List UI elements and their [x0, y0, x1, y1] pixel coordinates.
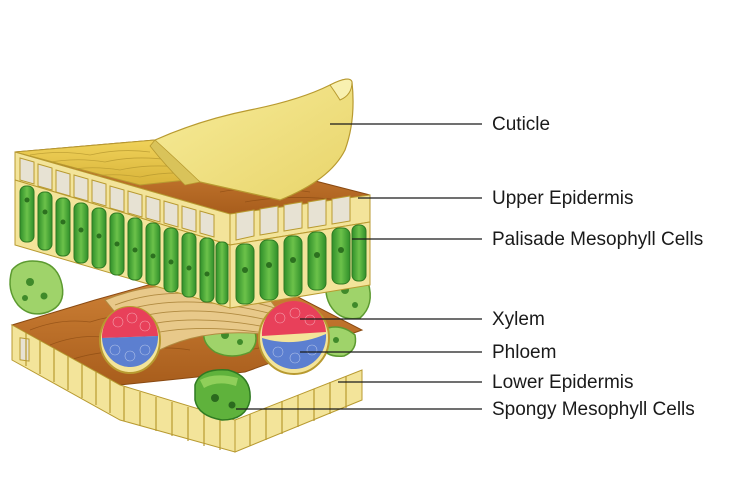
vascular-bundle-left [99, 306, 161, 374]
label-lower-epidermis: Lower Epidermis [492, 372, 634, 393]
label-xylem: Xylem [492, 309, 545, 330]
label-cuticle: Cuticle [492, 114, 551, 135]
palisade-mesophyll-cells [19, 185, 229, 305]
label-palisade-mesophyll-cells: Palisade Mesophyll Cells [492, 229, 704, 250]
label-upper-epidermis: Upper Epidermis [492, 188, 634, 209]
xylem-region [261, 300, 326, 336]
cuticle-sheet [149, 78, 354, 201]
label-phloem: Phloem [492, 342, 557, 363]
label-spongy-mesophyll-cells: Spongy Mesophyll Cells [492, 399, 695, 420]
phloem-region [262, 334, 327, 370]
vascular-bundle-right [258, 300, 330, 375]
leader-lines [236, 123, 482, 410]
